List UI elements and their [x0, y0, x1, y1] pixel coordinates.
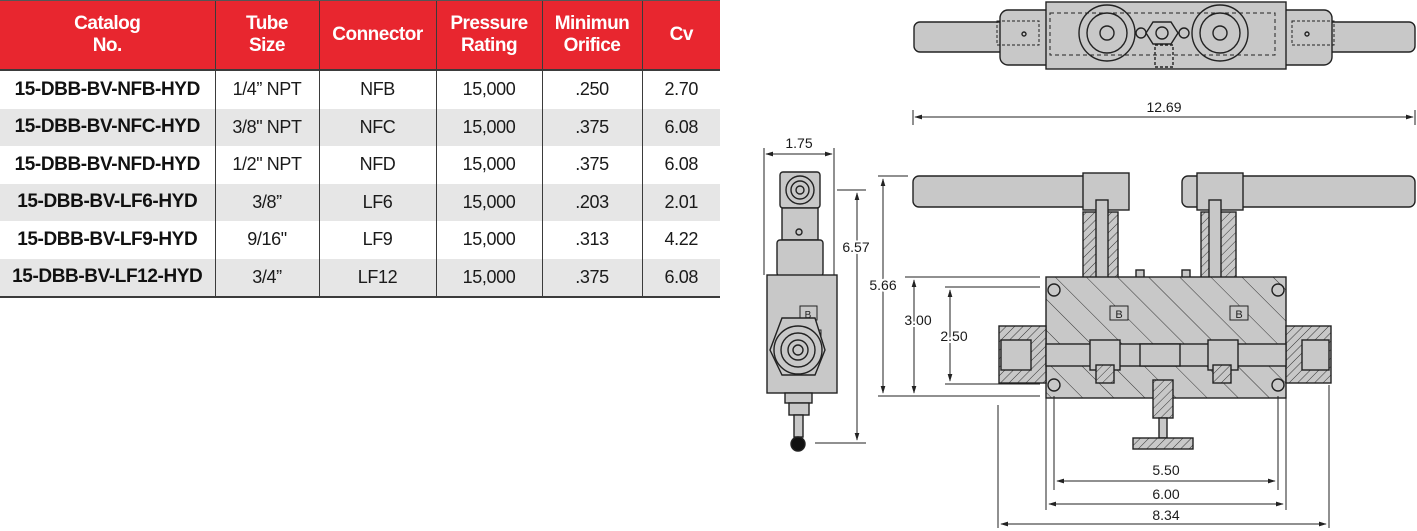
top-view — [913, 1, 1416, 70]
cell-cv: 6.08 — [641, 146, 720, 184]
header-text: Rating — [460, 35, 518, 56]
cell-connector: NFD — [318, 146, 436, 184]
cell-cv: 6.08 — [641, 108, 720, 146]
cell-tube-size: 9/16" — [214, 221, 319, 259]
cell-catalog: 15-DBB-BV-NFD-HYD — [14, 153, 201, 175]
dim-label-2-50: 2.50 — [940, 328, 967, 344]
cell-orifice: .203 — [541, 183, 642, 221]
cell-pressure: 15,000 — [435, 258, 542, 298]
dim-label-6-00: 6.00 — [1152, 486, 1179, 502]
header-text: Cv — [669, 24, 694, 45]
header-text: Size — [248, 35, 286, 56]
front-view — [912, 172, 1416, 450]
header-text: Catalog — [74, 13, 141, 34]
dim-label-6-57: 6.57 — [842, 239, 869, 255]
cell-catalog: 15-DBB-BV-LF9-HYD — [17, 228, 198, 250]
dim-label-5-50: 5.50 — [1152, 462, 1179, 478]
cell-cv: 6.08 — [641, 258, 720, 298]
dim-front — [878, 175, 1330, 528]
cell-orifice: .375 — [541, 108, 642, 146]
cell-pressure: 15,000 — [435, 146, 542, 184]
cell-tube-size: 3/8" NPT — [214, 108, 319, 146]
cell-tube-size: 1/2" NPT — [214, 146, 319, 184]
table-row: 15-DBB-BV-NFB-HYD 1/4” NPT NFB 15,000 .2… — [0, 70, 720, 109]
header-text: Pressure — [450, 13, 528, 34]
cell-orifice: .313 — [541, 221, 642, 259]
table-row: 15-DBB-BV-NFD-HYD 1/2" NPT NFD 15,000 .3… — [0, 146, 720, 184]
header-cv: Cv — [641, 0, 720, 70]
header-text: Tube — [246, 13, 288, 34]
side-view: B — [766, 171, 838, 452]
table-row: 15-DBB-BV-LF6-HYD 3/8” LF6 15,000 .203 2… — [0, 183, 720, 221]
dim-label-3-00: 3.00 — [904, 312, 931, 328]
bonnet-marker-right: B — [1235, 309, 1242, 321]
cell-pressure: 15,000 — [435, 108, 542, 146]
dim-side — [763, 148, 866, 444]
dim-label-5-66: 5.66 — [869, 277, 896, 293]
cell-catalog: 15-DBB-BV-NFC-HYD — [0, 108, 215, 146]
cell-catalog: 15-DBB-BV-LF12-HYD — [0, 258, 215, 298]
cell-cv: 4.22 — [641, 221, 720, 259]
cell-connector: LF6 — [318, 183, 436, 221]
cell-orifice: .250 — [541, 70, 642, 109]
header-text: Minimun — [554, 13, 630, 34]
table-row: 15-DBB-BV-LF12-HYD 3/4” LF12 15,000 .375… — [0, 258, 720, 298]
header-text: Connector — [332, 24, 423, 45]
bonnet-marker-side: B — [805, 310, 812, 321]
cell-cv: 2.70 — [641, 70, 720, 109]
cell-pressure: 15,000 — [435, 70, 542, 109]
cell-catalog: 15-DBB-BV-LF6-HYD — [0, 183, 215, 221]
cell-connector: LF9 — [318, 221, 436, 259]
cell-orifice: .375 — [541, 258, 642, 298]
cell-pressure: 15,000 — [435, 221, 542, 259]
cell-connector: NFB — [318, 70, 436, 109]
dim-label-8-34: 8.34 — [1152, 507, 1179, 523]
header-text: No. — [92, 35, 123, 56]
cell-catalog: 15-DBB-BV-NFB-HYD — [14, 78, 201, 100]
cell-orifice: .375 — [541, 146, 642, 184]
cell-cv: 2.01 — [641, 183, 720, 221]
cell-connector: LF12 — [318, 258, 436, 298]
table-row: 15-DBB-BV-NFC-HYD 3/8" NPT NFC 15,000 .3… — [0, 108, 720, 146]
table-row: 15-DBB-BV-LF9-HYD 9/16" LF9 15,000 .313 … — [0, 221, 720, 259]
cell-tube-size: 3/4” — [214, 258, 319, 298]
cell-pressure: 15,000 — [435, 183, 542, 221]
cell-tube-size: 1/4” NPT — [214, 70, 319, 109]
bonnet-markers: B B — [1109, 305, 1249, 321]
header-text: Orifice — [563, 35, 621, 56]
dim-overall-width: 12.69 — [912, 99, 1416, 125]
header-connector: Connector — [318, 0, 436, 70]
cell-connector: NFC — [318, 108, 436, 146]
dim-label-12-69: 12.69 — [1146, 99, 1181, 115]
dim-label-1-75: 1.75 — [785, 135, 812, 151]
cell-tube-size: 3/8” — [214, 183, 319, 221]
valve-technical-drawing: 12.69 B 1.75 6.57 — [763, 1, 1416, 528]
bonnet-marker-left: B — [1115, 309, 1122, 321]
